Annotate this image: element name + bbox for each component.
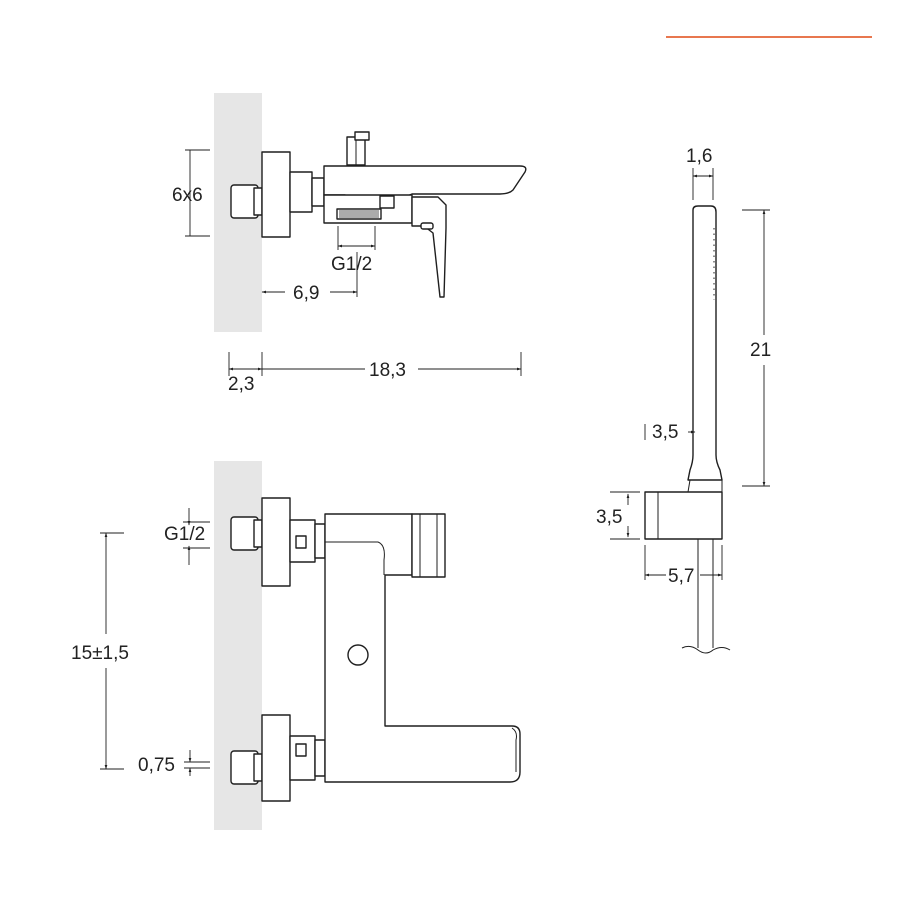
- dim-bracket-height-label: 3,5: [596, 507, 622, 528]
- side-view: [214, 93, 527, 332]
- side-view-dimensions: 6x6 G1/2 6,9 2,3 18,3: [172, 149, 522, 395]
- dim-grip-diameter-label: 3,5: [652, 422, 678, 443]
- dim-head-width-label: 1,6: [686, 146, 712, 167]
- dim-bracket-depth-label: 5,7: [668, 566, 694, 587]
- hand-shower: [644, 205, 731, 654]
- dim-square-label: 6x6: [172, 185, 203, 206]
- dim-center-distance-label: 15±1,5: [71, 643, 129, 664]
- front-view: [214, 461, 521, 830]
- dim-eccentric-label: 0,75: [138, 755, 175, 776]
- dim-thread-side-label: G1/2: [331, 254, 372, 275]
- dim-length-label: 21: [750, 340, 771, 361]
- dim-wall-offset-label: 2,3: [228, 374, 254, 395]
- dim-outlet-offset-label: 6,9: [293, 283, 319, 304]
- dim-thread-front-label: G1/2: [164, 524, 205, 545]
- hand-shower-dimensions: 1,6 21 3,5 3,5 5,7: [596, 146, 771, 587]
- dim-overall-depth-label: 18,3: [369, 360, 406, 381]
- front-view-dimensions: G1/2 15±1,5 0,75: [71, 508, 210, 776]
